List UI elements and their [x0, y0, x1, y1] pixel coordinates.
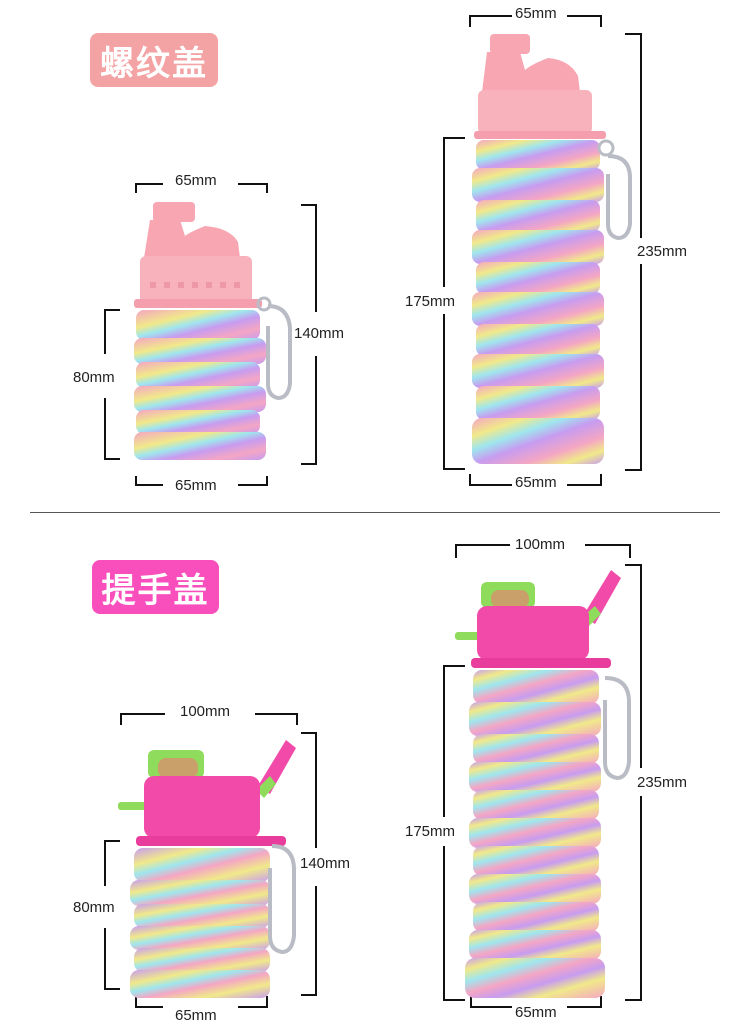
large-screw-cap-bottle	[472, 34, 632, 464]
handle-cap-badge: 提手盖	[92, 560, 219, 614]
small-total-height-label: 140mm	[294, 325, 345, 342]
large-bottom-width-label: 65mm	[515, 474, 557, 491]
small-handle-cap-bottle	[118, 740, 296, 998]
large2-total-height-label: 235mm	[637, 774, 688, 791]
small2-top-width-label: 100mm	[180, 703, 231, 720]
small-screw-cap-bottle	[134, 202, 292, 460]
small-bottom-width-label: 65mm	[175, 477, 217, 494]
handle-cap-section: 提手盖 100mm 65mm 80mm 140mm 100mm	[0, 518, 750, 1035]
large-total-height-label: 235mm	[637, 243, 688, 260]
large2-body-height-label: 175mm	[405, 823, 456, 840]
large2-bottom-width-label: 65mm	[515, 1004, 557, 1021]
large-top-width-label: 65mm	[515, 5, 557, 22]
large-handle-cap-bottle	[455, 570, 631, 998]
section-divider	[30, 512, 720, 513]
small2-bottom-width-label: 65mm	[175, 1007, 217, 1024]
large2-top-width-label: 100mm	[515, 536, 566, 553]
small2-body-height-label: 80mm	[73, 899, 115, 916]
screw-cap-section: 螺纹盖 65mm 65mm 80mm 140mm 65mm	[0, 0, 750, 510]
small2-total-height-label: 140mm	[300, 855, 351, 872]
large-body-height-label: 175mm	[405, 293, 456, 310]
small-top-width-label: 65mm	[175, 172, 217, 189]
small-body-height-label: 80mm	[73, 369, 115, 386]
screw-cap-badge: 螺纹盖	[90, 33, 218, 87]
